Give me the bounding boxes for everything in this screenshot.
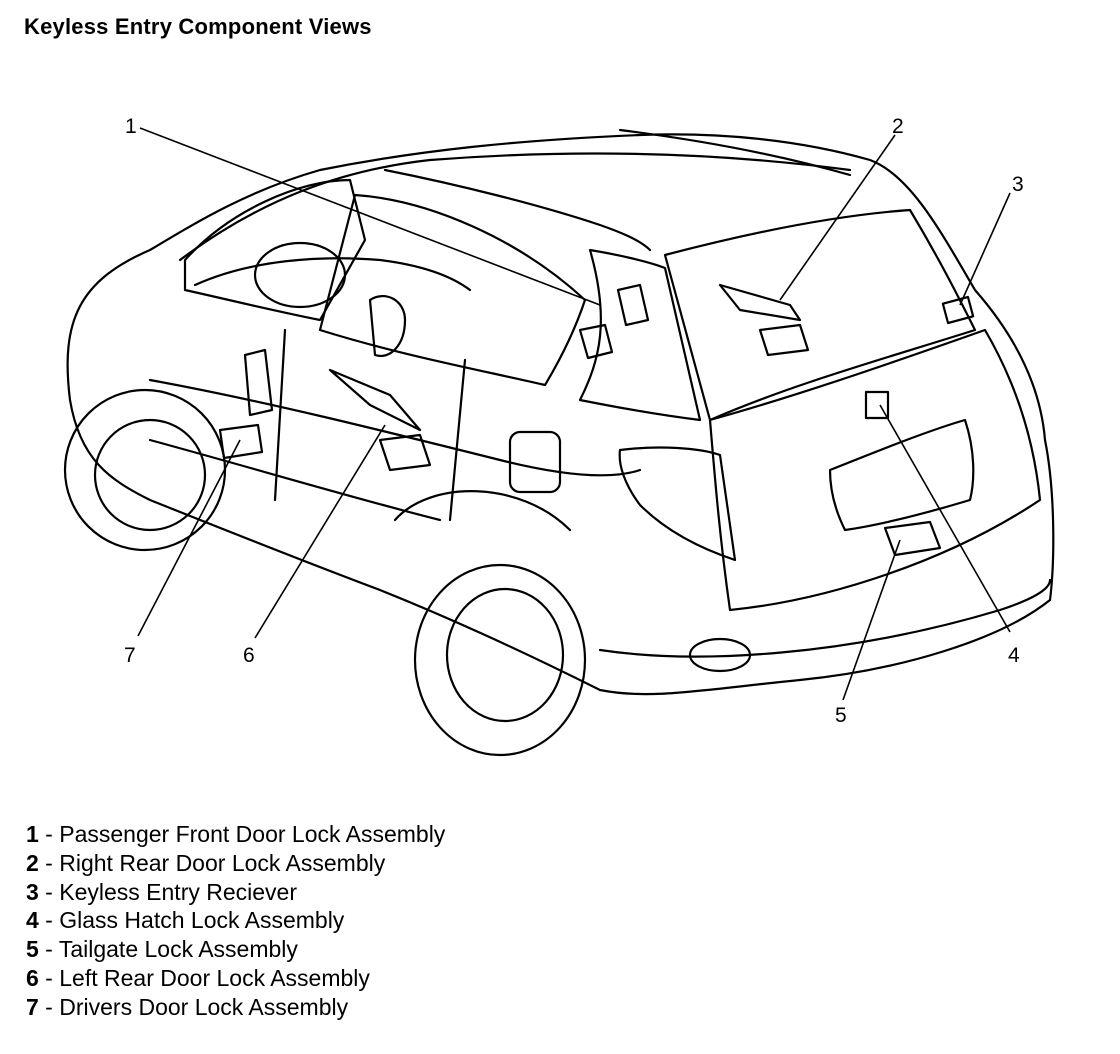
leader-line-2 xyxy=(779,134,896,301)
legend-label: Left Rear Door Lock Assembly xyxy=(59,964,370,991)
component-legend: 1 - Passenger Front Door Lock Assembly 2… xyxy=(26,820,445,1022)
legend-label: Drivers Door Lock Assembly xyxy=(59,993,349,1020)
tailgate xyxy=(708,328,1042,612)
legend-separator: - xyxy=(38,936,59,963)
leader-line-4 xyxy=(879,404,1011,633)
license-plate-recess xyxy=(828,418,975,532)
legend-separator: - xyxy=(38,878,60,905)
front-wheel-rim xyxy=(93,418,207,532)
seat xyxy=(368,294,407,358)
front-side-window xyxy=(318,193,587,387)
legend-number: 6 xyxy=(26,964,39,991)
rocker-line xyxy=(148,438,442,522)
legend-label: Keyless Entry Reciever xyxy=(59,878,297,905)
front-door-edge xyxy=(273,328,287,502)
callout-4: 4 xyxy=(1008,644,1020,667)
callout-6: 6 xyxy=(243,644,255,667)
legend-separator: - xyxy=(38,849,60,876)
rear-door-edge xyxy=(448,358,467,522)
callout-7: 7 xyxy=(124,644,136,667)
vehicle-diagram: 1 2 3 4 5 6 7 xyxy=(63,115,1055,757)
callout-3: 3 xyxy=(1012,173,1024,196)
lock-assembly-7 xyxy=(218,348,274,460)
rear-bumper xyxy=(598,578,1052,658)
dashboard xyxy=(193,257,472,292)
legend-item: 7 - Drivers Door Lock Assembly xyxy=(26,993,445,1022)
legend-item: 4 - Glass Hatch Lock Assembly xyxy=(26,906,445,935)
legend-item: 2 - Right Rear Door Lock Assembly xyxy=(26,849,445,878)
legend-item: 5 - Tailgate Lock Assembly xyxy=(26,935,445,964)
legend-item: 3 - Keyless Entry Reciever xyxy=(26,878,445,907)
vehicle-body-outline xyxy=(66,133,1055,696)
legend-number: 3 xyxy=(26,878,39,905)
front-wheel-tire xyxy=(63,388,227,552)
legend-separator: - xyxy=(38,907,60,934)
legend-label: Right Rear Door Lock Assembly xyxy=(59,849,386,876)
legend-number: 2 xyxy=(26,849,39,876)
callout-2: 2 xyxy=(892,115,904,138)
roof-rail-right xyxy=(618,128,852,177)
legend-number: 7 xyxy=(26,993,39,1020)
legend-label: Tailgate Lock Assembly xyxy=(58,936,298,963)
rear-wheel-tire xyxy=(413,563,587,757)
legend-number: 5 xyxy=(26,936,39,963)
windshield xyxy=(183,178,367,322)
body-crease xyxy=(148,378,642,477)
legend-item: 6 - Left Rear Door Lock Assembly xyxy=(26,964,445,993)
fuel-door xyxy=(508,430,562,494)
legend-separator: - xyxy=(38,964,60,991)
leader-line-1 xyxy=(139,127,601,306)
keyless-entry-receiver xyxy=(941,295,975,325)
steering-wheel xyxy=(253,241,347,309)
legend-label: Passenger Front Door Lock Assembly xyxy=(59,821,446,847)
lock-assembly-5 xyxy=(883,520,942,557)
legend-separator: - xyxy=(38,821,60,847)
lock-assembly-2 xyxy=(718,283,810,357)
tail-lamp xyxy=(618,446,737,562)
legend-separator: - xyxy=(38,993,60,1020)
fog-lamp xyxy=(688,637,752,673)
lock-assembly-6 xyxy=(328,368,432,472)
diagram-title: Keyless Entry Component Views xyxy=(24,14,372,39)
rear-glass-hatch xyxy=(663,208,977,422)
rear-side-window xyxy=(578,248,702,422)
lock-assembly-4 xyxy=(864,390,890,420)
callout-5: 5 xyxy=(835,704,847,727)
roof-rail-left xyxy=(383,168,652,252)
leader-line-5 xyxy=(842,539,901,701)
legend-number: 1 xyxy=(26,821,39,847)
leader-line-7 xyxy=(137,439,241,637)
rear-wheel-rim xyxy=(445,587,565,723)
rear-wheel-arch xyxy=(393,490,572,532)
roof-line xyxy=(178,152,852,262)
legend-number: 4 xyxy=(26,907,39,934)
callout-1: 1 xyxy=(125,115,137,138)
leader-line-6 xyxy=(254,424,386,639)
lock-assembly-1 xyxy=(578,283,650,360)
leader-line-3 xyxy=(959,192,1011,306)
legend-label: Glass Hatch Lock Assembly xyxy=(59,907,345,934)
legend-item: 1 - Passenger Front Door Lock Assembly xyxy=(26,820,445,849)
